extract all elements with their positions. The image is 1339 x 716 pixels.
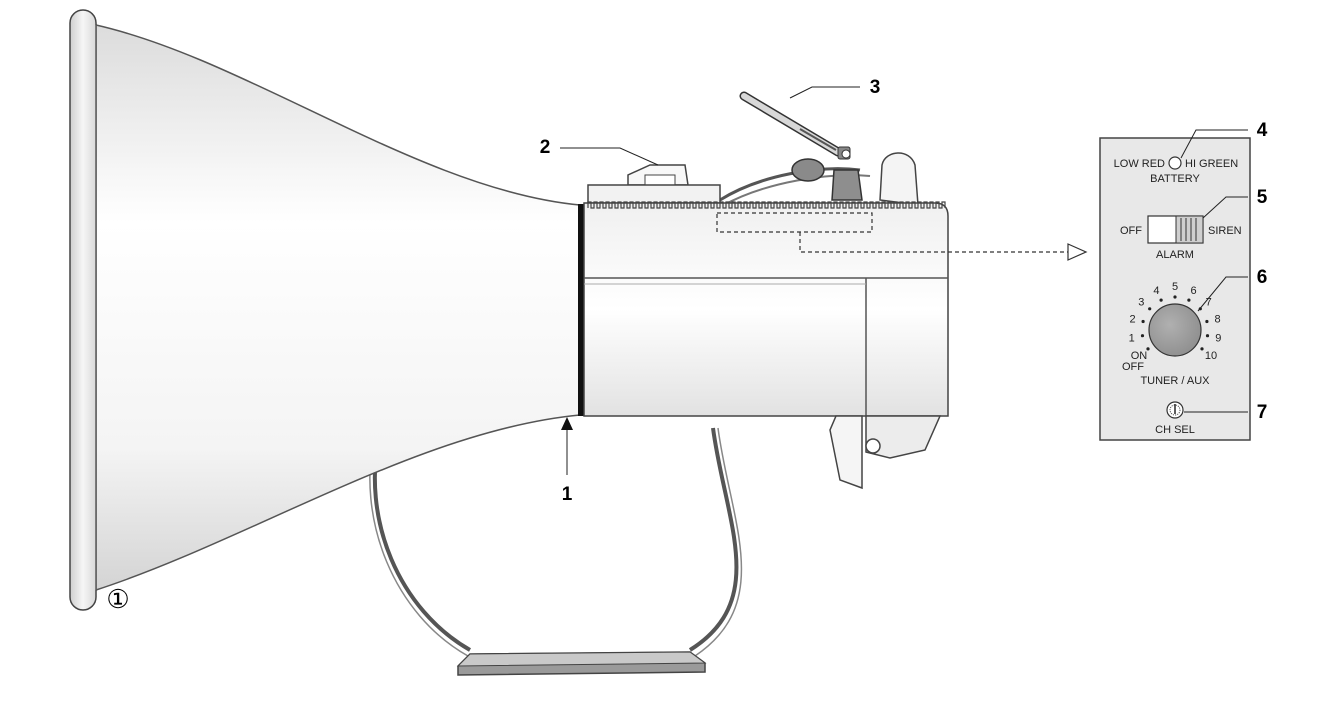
knob-tick-label: 3 (1138, 297, 1144, 309)
knob-tick-dot (1187, 298, 1191, 302)
knob-tick-label: 7 (1206, 297, 1212, 309)
knob-tick-dot (1140, 334, 1145, 338)
battery-indicator: LOW RED HI GREEN BATTERY (1114, 156, 1238, 185)
control-panel: LOW RED HI GREEN BATTERY OFF SIREN ALARM… (1099, 137, 1251, 441)
knob-scale: ON 1 234 5 678 9 10 (1129, 281, 1222, 362)
channel-select-label: CH SEL (1155, 424, 1195, 436)
knob-tick-dot (1148, 307, 1152, 311)
figure-marker: ① (106, 584, 129, 614)
alarm-off-label: OFF (1120, 225, 1142, 237)
callout-6: 6 (1257, 267, 1268, 288)
battery-led (1168, 156, 1182, 170)
callout-3: 3 (870, 77, 881, 98)
knob-tick-label: 8 (1214, 314, 1220, 326)
callout-5: 5 (1257, 187, 1268, 208)
knob-tick-label: ON (1131, 350, 1148, 362)
callout-7: 7 (1257, 402, 1268, 423)
channel-select[interactable]: CH SEL (1155, 401, 1195, 436)
knob-tick-dot (1173, 295, 1177, 299)
antenna (739, 91, 851, 160)
knob-label: TUNER / AUX (1140, 375, 1210, 387)
knob-tick-label: 2 (1129, 314, 1135, 326)
callouts: 1 2 3 4 5 6 7 (540, 77, 1268, 505)
tuner-aux-knob[interactable] (1148, 303, 1202, 357)
callout-1: 1 (562, 484, 573, 505)
callout-2: 2 (540, 137, 551, 158)
battery-high-label: HI GREEN (1185, 158, 1238, 170)
alarm-siren-label: SIREN (1208, 225, 1242, 237)
knob-tick-label: 6 (1191, 285, 1197, 297)
callout-4: 4 (1257, 120, 1268, 141)
knob-tick-dot (1205, 319, 1209, 324)
knob-tick-dot (1146, 347, 1150, 351)
knob-tick-label: 10 (1205, 350, 1217, 362)
knob-tick-label: 5 (1172, 281, 1178, 293)
knob-tick-label: 9 (1215, 333, 1221, 345)
knob-tick-label: 1 (1129, 333, 1135, 345)
alarm-switch-slider[interactable] (1175, 215, 1204, 244)
alarm-switch[interactable]: OFF SIREN ALARM (1120, 215, 1242, 261)
knob-off-label: OFF (1122, 361, 1144, 373)
megaphone-body (583, 152, 1088, 490)
knob-tick-dot (1141, 319, 1145, 324)
tuner-aux-knob-group: ON 1 234 5 678 9 10 OFF TUNER / AUX (1122, 281, 1221, 387)
battery-label: BATTERY (1150, 173, 1200, 185)
alarm-label: ALARM (1156, 249, 1194, 261)
knob-tick-label: 4 (1153, 285, 1159, 297)
horn (69, 9, 584, 611)
callout-leaders (560, 86, 1248, 475)
battery-low-label: LOW RED (1114, 158, 1165, 170)
figure-marker-text: ① (106, 584, 129, 614)
knob-tick-dot (1200, 347, 1204, 351)
knob-tick-dot (1205, 334, 1210, 338)
knob-tick-dot (1159, 298, 1163, 302)
